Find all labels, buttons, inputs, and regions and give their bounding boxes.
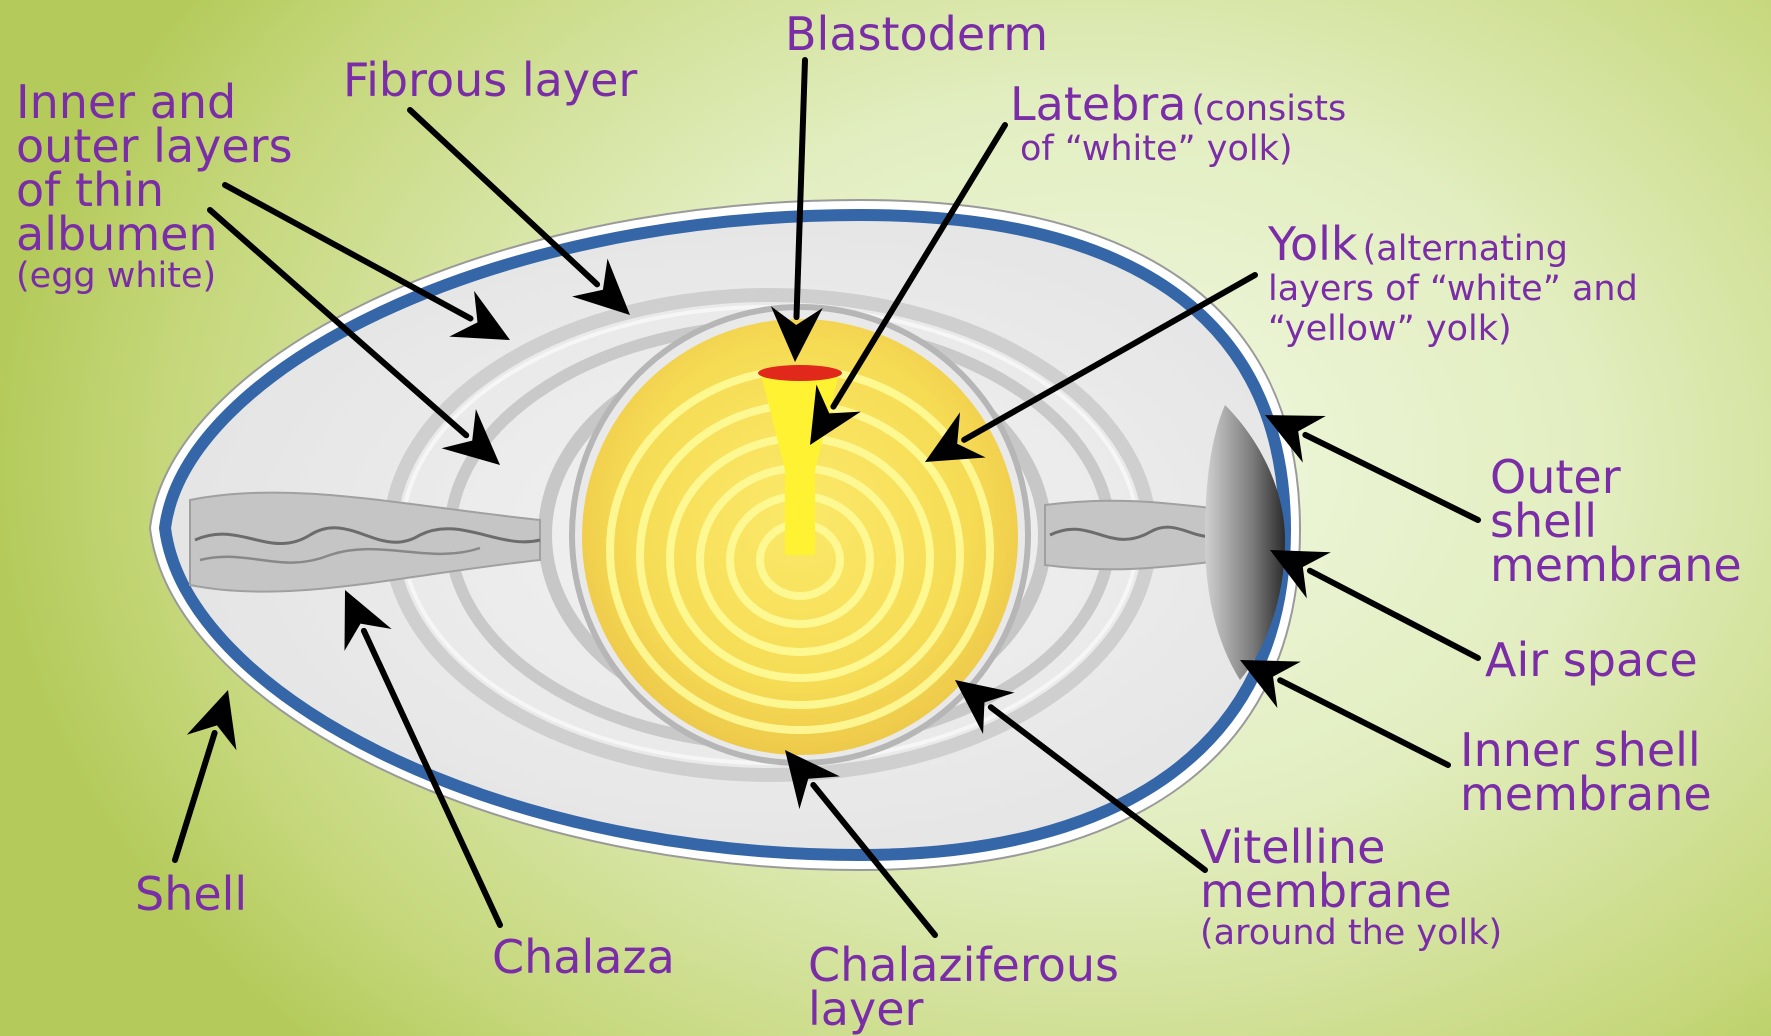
outer-shell-line-1: Outer	[1490, 455, 1742, 499]
inner-outer-line-1: Inner and	[16, 80, 293, 124]
label-shell: Shell	[135, 872, 247, 916]
label-air-space: Air space	[1485, 638, 1698, 682]
vitelline-line-1: Vitelline	[1200, 825, 1502, 869]
chalaziferous-line-2: layer	[808, 987, 1119, 1031]
arrow-air-space	[1270, 550, 1478, 658]
blastoderm-disc	[758, 365, 842, 381]
yolk-note-1: (alternating	[1363, 229, 1568, 269]
latebra-note-2: of “white” yolk)	[1020, 129, 1346, 169]
vitelline-line-2: membrane	[1200, 869, 1502, 913]
label-inner-shell-membrane: Inner shell membrane	[1460, 728, 1712, 816]
inner-outer-note: (egg white)	[16, 256, 293, 296]
outer-shell-line-2: shell	[1490, 499, 1742, 543]
latebra-note-1: (consists	[1192, 89, 1347, 129]
label-outer-shell-membrane: Outer shell membrane	[1490, 455, 1742, 587]
vitelline-note: (around the yolk)	[1200, 913, 1502, 953]
yolk-note-3: “yellow” yolk)	[1268, 309, 1638, 349]
arrow-shell	[175, 690, 236, 860]
inner-outer-line-3: of thin	[16, 168, 293, 212]
latebra-main: Latebra	[1010, 77, 1186, 131]
outer-shell-line-3: membrane	[1490, 543, 1742, 587]
inner-outer-line-4: albumen	[16, 212, 293, 256]
label-vitelline-membrane: Vitelline membrane (around the yolk)	[1200, 825, 1502, 953]
label-latebra: Latebra (consists of “white” yolk)	[1010, 82, 1346, 169]
label-yolk: Yolk (alternating layers of “white” and …	[1268, 222, 1638, 349]
chalaziferous-line-1: Chalaziferous	[808, 943, 1119, 987]
inner-shell-line-1: Inner shell	[1460, 728, 1712, 772]
inner-outer-line-2: outer layers	[16, 124, 293, 168]
label-blastoderm: Blastoderm	[785, 12, 1048, 56]
label-fibrous-layer: Fibrous layer	[343, 58, 637, 102]
label-chalaza: Chalaza	[492, 935, 675, 979]
label-inner-outer-albumen: Inner and outer layers of thin albumen (…	[16, 80, 293, 296]
chalaza-right	[1045, 501, 1230, 570]
yolk-main: Yolk	[1268, 217, 1358, 271]
inner-shell-line-2: membrane	[1460, 772, 1712, 816]
yolk-note-2: layers of “white” and	[1268, 269, 1638, 309]
label-chalaziferous-layer: Chalaziferous layer	[808, 943, 1119, 1031]
arrow-inner-shell-membrane	[1240, 660, 1448, 765]
